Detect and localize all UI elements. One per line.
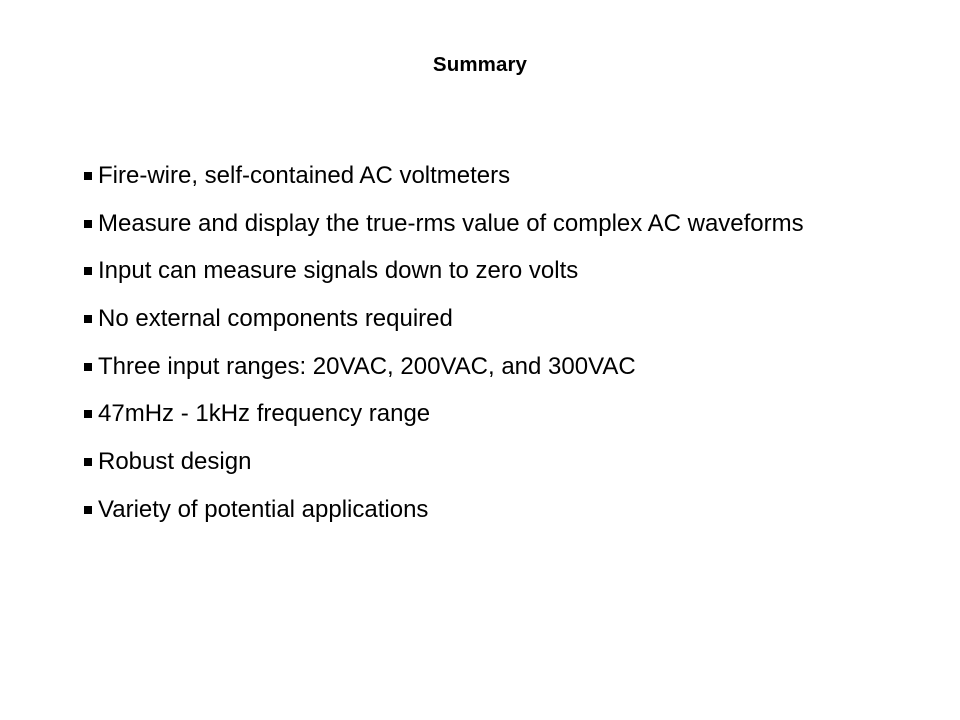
list-item-label: Measure and display the true-rms value o… [98, 209, 804, 237]
list-item: Input can measure signals down to zero v… [84, 255, 934, 303]
list-item: No external components required [84, 303, 934, 351]
filled-square-bullet-icon [84, 362, 92, 371]
list-item-label: 47mHz - 1kHz frequency range [98, 400, 431, 428]
filled-square-bullet-icon [84, 172, 92, 180]
summary-bullet-list: Fire-wire, self-contained AC voltmeters … [84, 160, 934, 542]
list-item-label: Input can measure signals down to zero v… [98, 257, 579, 285]
list-item-label: Robust design [98, 448, 252, 476]
filled-square-bullet-icon [84, 315, 92, 324]
filled-square-bullet-icon [84, 267, 92, 276]
filled-square-bullet-icon [84, 458, 92, 467]
list-item: Variety of potential applications [84, 494, 934, 542]
filled-square-bullet-icon [84, 219, 92, 228]
list-item: Fire-wire, self-contained AC voltmeters [84, 160, 934, 208]
list-item: Robust design [84, 446, 934, 494]
list-item: Three input ranges: 20VAC, 200VAC, and 3… [84, 351, 934, 399]
filled-square-bullet-icon [84, 410, 92, 419]
list-item: Measure and display the true-rms value o… [84, 208, 934, 256]
list-item-label: Fire-wire, self-contained AC voltmeters [98, 162, 511, 189]
list-item-label: Variety of potential applications [98, 495, 429, 523]
list-item: 47mHz - 1kHz frequency range [84, 398, 934, 446]
list-item-label: Three input ranges: 20VAC, 200VAC, and 3… [98, 352, 636, 380]
list-item-label: No external components required [98, 305, 453, 333]
filled-square-bullet-icon [84, 505, 92, 514]
page-title: Summary [432, 53, 528, 76]
